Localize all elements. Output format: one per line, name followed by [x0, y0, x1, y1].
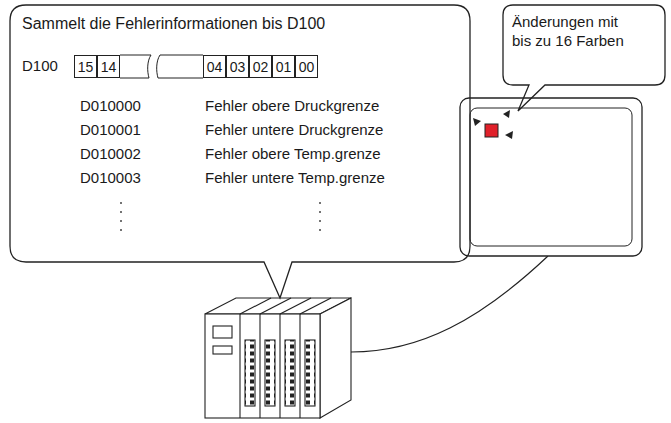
error-text: Fehler untere Druckgrenze: [205, 121, 383, 139]
register-frame: [120, 55, 203, 78]
bit-number: 00: [299, 59, 315, 75]
display-unit: [460, 98, 642, 256]
callout-bubble: Änderungen mit bis zu 16 Farben: [503, 5, 665, 85]
bit-number: 03: [230, 59, 246, 75]
bit-number: 02: [253, 59, 269, 75]
bit-cell: 02: [249, 55, 272, 78]
bit-cell: 14: [97, 55, 120, 78]
bit-number: 01: [276, 59, 292, 75]
bit-cell: 15: [74, 55, 97, 78]
bit-number: 04: [207, 59, 223, 75]
address: D010003: [80, 169, 141, 187]
error-text: Fehler obere Druckgrenze: [205, 97, 379, 115]
bit-cell: 01: [272, 55, 295, 78]
bit-cell: 00: [295, 55, 318, 78]
plc-unit: [205, 298, 351, 418]
bit-cell: 04: [203, 55, 226, 78]
bit-number: 15: [78, 59, 94, 75]
register-name: D100: [22, 57, 58, 75]
cable: [351, 256, 548, 352]
error-text: Fehler obere Temp.grenze: [205, 145, 381, 163]
address: D010000: [80, 97, 141, 115]
bubble-text: Sammelt die Fehlerinformationen bis D100: [22, 15, 325, 33]
address: D010002: [80, 145, 141, 163]
bit-number: 14: [101, 59, 117, 75]
error-text: Fehler untere Temp.grenze: [205, 169, 385, 187]
address: D010001: [80, 121, 141, 139]
bubble-text: Änderungen mit bis zu 16 Farben: [503, 5, 649, 56]
continuation-dots: [120, 202, 321, 231]
bit-cell: 03: [226, 55, 249, 78]
